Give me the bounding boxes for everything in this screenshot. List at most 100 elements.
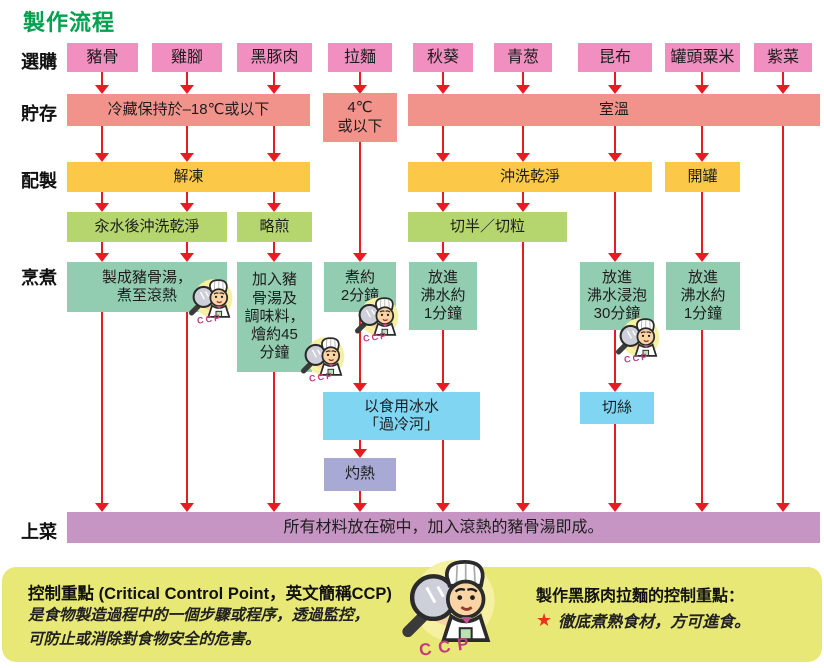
step-box-shred: 切絲 — [580, 392, 654, 424]
prep-box-open-can: 開罐 — [665, 162, 740, 192]
flow-arrow-head — [436, 85, 450, 94]
flow-arrow — [185, 192, 189, 204]
flow-arrow — [100, 72, 104, 86]
ccp-chef-icon: CCP — [186, 276, 234, 326]
ingredient-box-seaweed: 紫菜 — [754, 43, 812, 72]
flow-arrow-head — [353, 253, 367, 262]
ccp-chef-icon: CCP — [613, 315, 661, 365]
flow-arrow-head — [353, 85, 367, 94]
flow-arrow-head — [516, 203, 530, 212]
flow-arrow — [272, 126, 276, 154]
flow-arrow — [358, 440, 362, 450]
flow-arrow-head — [608, 503, 622, 512]
flow-arrow-head — [776, 85, 790, 94]
flow-arrow — [100, 192, 104, 204]
flow-arrow — [358, 142, 362, 254]
flow-arrow — [441, 330, 445, 384]
ccp-definition-body: 是食物製造過程中的一個步驟或程序，透過監控， 可防止或消除對食物安全的危害。 — [28, 607, 370, 649]
storage-box-room-temp: 室溫 — [408, 94, 820, 126]
ccp-point-text: 徹底煮熟食材，方可進食。 — [558, 614, 751, 631]
row-label-serving: 上菜 — [21, 522, 57, 542]
flow-arrow-head — [95, 203, 109, 212]
flow-arrow-head — [267, 253, 281, 262]
flow-arrow-head — [695, 503, 709, 512]
row-label-storage: 貯存 — [21, 104, 57, 124]
cook-box-boil-1min-corn: 放進 沸水約 1分鐘 — [666, 262, 740, 330]
row-label-purchase: 選購 — [21, 52, 57, 72]
row-label-cooking: 烹煮 — [21, 268, 57, 288]
flow-arrow-head — [695, 253, 709, 262]
magnifier-chef-graphic — [396, 553, 498, 649]
ingredient-box-kombu: 昆布 — [578, 43, 652, 72]
flow-arrow — [358, 72, 362, 86]
flow-arrow — [272, 242, 276, 254]
ccp-label: CCP — [196, 312, 224, 326]
flow-arrow-head — [436, 203, 450, 212]
ccp-label: CCP — [362, 330, 390, 344]
flow-arrow-head — [180, 203, 194, 212]
flow-arrow — [781, 126, 785, 504]
flow-arrow — [185, 72, 189, 86]
flow-arrow-head — [95, 153, 109, 162]
ingredient-box-okra: 秋葵 — [413, 43, 473, 72]
step-box-ice-bath: 以食用冰水 「過冷河」 — [323, 392, 480, 440]
cook-box-boil-1min-okra: 放進 沸水約 1分鐘 — [409, 262, 477, 330]
storage-box-chilled: 4℃ 或以下 — [323, 93, 397, 142]
prep-box-thaw: 解凍 — [67, 162, 310, 192]
prep-box-rinse: 沖洗乾淨 — [408, 162, 652, 192]
footer-panel — [2, 567, 822, 662]
flow-arrow — [700, 126, 704, 154]
flow-arrow-head — [436, 383, 450, 392]
flow-arrow — [272, 72, 276, 86]
flow-arrow-head — [180, 153, 194, 162]
flow-arrow — [700, 330, 704, 504]
cook-box-braise-45min: 加入豬 骨湯及 調味料， 燴約45 分鐘 — [237, 262, 312, 372]
flow-arrow — [100, 126, 104, 154]
flow-arrow-head — [608, 253, 622, 262]
flow-arrow — [781, 72, 785, 86]
flow-arrow-head — [267, 85, 281, 94]
flow-arrow-head — [608, 383, 622, 392]
flow-arrow-head — [353, 449, 367, 458]
flow-arrow-head — [353, 503, 367, 512]
ccp-label: CCP — [623, 351, 651, 365]
ingredient-box-black-pork: 黑豚肉 — [237, 43, 312, 72]
flow-arrow — [441, 440, 445, 504]
flow-arrow — [272, 192, 276, 204]
flow-arrow-head — [608, 153, 622, 162]
flow-arrow — [100, 242, 104, 254]
flow-arrow — [185, 312, 189, 504]
prep-box-blanch-rinse: 汆水後沖洗乾淨 — [67, 212, 227, 242]
ingredient-box-spring-onion: 青葱 — [494, 43, 552, 72]
ccp-point-title: 製作黑豚肉拉麵的控制重點： — [536, 588, 745, 605]
flow-arrow — [613, 424, 617, 504]
flow-arrow — [521, 192, 525, 204]
flow-arrow — [441, 126, 445, 154]
flow-arrow — [185, 242, 189, 254]
flow-arrow — [441, 242, 445, 254]
ccp-chef-icon: CCP — [298, 334, 346, 384]
flow-arrow — [700, 192, 704, 254]
flow-arrow-head — [180, 503, 194, 512]
flow-arrow — [441, 72, 445, 86]
flow-arrow-head — [516, 503, 530, 512]
flow-arrow — [358, 312, 362, 384]
ingredient-box-pork-bones: 豬骨 — [67, 43, 138, 72]
ingredient-box-ramen-noodles: 拉麵 — [328, 43, 392, 72]
flow-arrow-head — [436, 503, 450, 512]
ccp-point-line: ★ 徹底煮熟食材，方可進食。 — [536, 608, 750, 632]
flow-arrow-head — [95, 503, 109, 512]
flow-arrow — [521, 242, 525, 504]
ccp-label: CCP — [308, 370, 336, 384]
flow-arrow — [613, 72, 617, 86]
flow-arrow-head — [776, 503, 790, 512]
flow-arrow-head — [436, 253, 450, 262]
storage-box-frozen: 冷藏保持於–18℃或以下 — [67, 94, 310, 126]
flow-arrow-head — [180, 85, 194, 94]
flow-arrow-head — [267, 153, 281, 162]
flow-arrow-head — [267, 203, 281, 212]
flow-arrow-head — [95, 85, 109, 94]
flow-arrow-head — [695, 153, 709, 162]
row-label-preparation: 配製 — [21, 171, 57, 191]
